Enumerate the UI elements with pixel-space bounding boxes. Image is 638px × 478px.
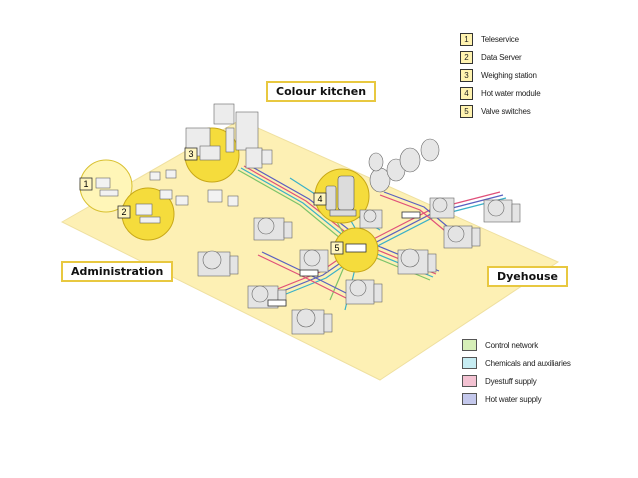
colour-kitchen-label: Colour kitchen: [266, 81, 377, 102]
dyeing-machine: [299, 249, 329, 273]
dyeing-machine: [483, 199, 521, 223]
storage-tanks: [368, 138, 440, 193]
legend-item: 5 Valve switches: [460, 102, 541, 120]
legend-item: Hot water supply: [462, 390, 571, 408]
legend-item: 2 Data Server: [460, 48, 541, 66]
dyeing-machine: [429, 197, 455, 219]
dyeing-machine: [291, 308, 333, 335]
legend-number: 1: [460, 32, 473, 46]
dyestuff-swatch: [462, 375, 477, 387]
dyeing-machine: [345, 279, 383, 305]
hot-water-module-equipment: [325, 175, 357, 217]
component-legend: 1 Teleservice 2 Data Server 3 Weighing s…: [460, 30, 541, 120]
callout-1-text: 1: [83, 179, 88, 189]
legend-label: Chemicals and auxiliaries: [485, 358, 571, 368]
callout-5-text: 5: [334, 243, 339, 253]
legend-item: 3 Weighing station: [460, 66, 541, 84]
chemicals-swatch: [462, 357, 477, 369]
dyeing-machine: [197, 250, 239, 277]
administration-equipment: [95, 169, 239, 224]
network-legend: Control network Chemicals and auxiliarie…: [462, 336, 571, 408]
legend-item: Chemicals and auxiliaries: [462, 354, 571, 372]
legend-item: 4 Hot water module: [460, 84, 541, 102]
legend-item: Dyestuff supply: [462, 372, 571, 390]
administration-label: Administration: [61, 261, 174, 282]
dyeing-machines: [197, 197, 521, 335]
callout-5: 5: [330, 241, 344, 255]
legend-number: 5: [460, 104, 473, 118]
legend-number: 3: [460, 68, 473, 82]
legend-label: Data Server: [481, 52, 522, 62]
callout-1: 1: [79, 177, 93, 191]
legend-label: Hot water supply: [485, 394, 542, 404]
legend-label: Teleservice: [481, 34, 519, 44]
dyeing-machine: [253, 217, 293, 241]
hot-water-swatch: [462, 393, 477, 405]
callout-4-text: 4: [317, 194, 322, 204]
legend-number: 2: [460, 50, 473, 64]
control-network-swatch: [462, 339, 477, 351]
callout-4: 4: [313, 192, 327, 206]
callout-3: 3: [184, 147, 198, 161]
dyehouse-label: Dyehouse: [487, 266, 568, 287]
legend-label: Valve switches: [481, 106, 531, 116]
callout-2: 2: [117, 205, 131, 219]
legend-item: 1 Teleservice: [460, 30, 541, 48]
dyeing-machine: [359, 209, 383, 229]
legend-label: Control network: [485, 340, 539, 350]
legend-label: Hot water module: [481, 88, 541, 98]
colour-kitchen-equipment: [185, 103, 273, 169]
dyeing-machine: [247, 285, 287, 309]
callout-2-text: 2: [121, 207, 126, 217]
legend-label: Dyestuff supply: [485, 376, 537, 386]
legend-number: 4: [460, 86, 473, 100]
legend-item: Control network: [462, 336, 571, 354]
dyeing-machine: [397, 248, 437, 275]
dyeing-machine: [443, 225, 481, 249]
legend-label: Weighing station: [481, 70, 537, 80]
callout-3-text: 3: [188, 149, 193, 159]
valve-switch-marker: [267, 211, 421, 307]
